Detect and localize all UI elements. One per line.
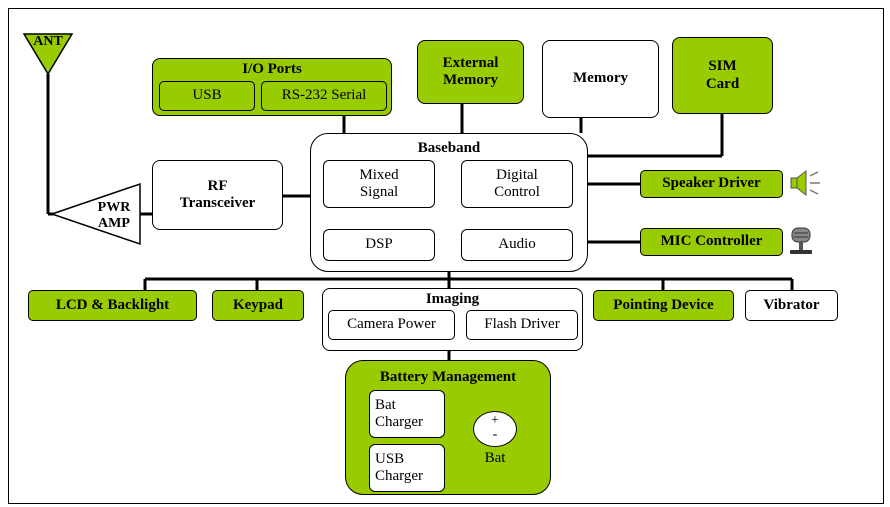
antenna-label: ANT	[33, 34, 63, 49]
speaker-driver: Speaker Driver	[640, 170, 783, 198]
external-memory-line1: External	[442, 54, 499, 71]
dsp: DSP	[323, 229, 435, 261]
diagram-frame	[8, 8, 884, 504]
lcd-backlight: LCD & Backlight	[28, 290, 197, 321]
pointing-device: Pointing Device	[593, 290, 734, 321]
speaker-icon	[790, 169, 820, 197]
mixed-signal-line1: Mixed	[359, 166, 399, 183]
battery-icon: + -	[473, 411, 517, 447]
battery-plus: +	[491, 413, 499, 428]
imaging-title: Imaging	[425, 291, 480, 307]
battery-management: Battery Management Bat Charger USB Charg…	[345, 360, 551, 495]
battery-label: Bat	[484, 450, 506, 466]
keypad: Keypad	[212, 290, 304, 321]
rf-line1: RF	[207, 177, 228, 194]
battery-title: Battery Management	[379, 369, 517, 385]
pwr-amp-line2: AMP	[98, 216, 130, 232]
pwr-amp-line1: PWR	[97, 200, 131, 215]
digital-control-line2: Control	[494, 184, 540, 200]
microphone-icon	[790, 227, 812, 254]
io-ports: I/O Ports USB RS-232 Serial	[152, 58, 392, 116]
flash-driver: Flash Driver	[466, 310, 578, 340]
audio: Audio	[461, 229, 573, 261]
external-memory-line2: Memory	[443, 72, 498, 88]
camera-power: Camera Power	[328, 310, 455, 340]
bat-charger-line1: Bat	[375, 396, 396, 413]
imaging: Imaging Camera Power Flash Driver	[322, 288, 583, 351]
memory: Memory	[542, 40, 659, 118]
baseband: Baseband Mixed Signal Digital Control DS…	[310, 133, 588, 272]
usb-charger-line1: USB	[375, 450, 405, 467]
vibrator: Vibrator	[745, 290, 838, 321]
mixed-signal-line2: Signal	[359, 184, 399, 200]
sim-line1: SIM	[708, 58, 737, 75]
io-ports-title: I/O Ports	[242, 61, 302, 77]
external-memory: External Memory	[417, 40, 524, 104]
baseband-title: Baseband	[417, 140, 481, 156]
digital-control-line1: Digital	[496, 166, 538, 183]
usb-charger: USB Charger	[369, 444, 445, 492]
sim-line2: Card	[705, 75, 740, 92]
bat-charger-line2: Charger	[375, 414, 424, 430]
antenna-shape	[22, 33, 74, 76]
mixed-signal: Mixed Signal	[323, 160, 435, 208]
rs232-serial-port: RS-232 Serial	[261, 81, 387, 111]
rf-line2: Transceiver	[179, 195, 256, 211]
usb-charger-line2: Charger	[375, 468, 424, 484]
battery-minus: -	[492, 427, 498, 442]
digital-control: Digital Control	[461, 160, 573, 208]
usb-port: USB	[159, 81, 255, 111]
rf-transceiver: RF Transceiver	[152, 160, 283, 230]
bat-charger: Bat Charger	[369, 390, 445, 438]
mic-controller: MIC Controller	[640, 228, 783, 256]
sim-card: SIM Card	[672, 37, 773, 114]
pwr-amp-label: PWR AMP	[88, 200, 140, 232]
